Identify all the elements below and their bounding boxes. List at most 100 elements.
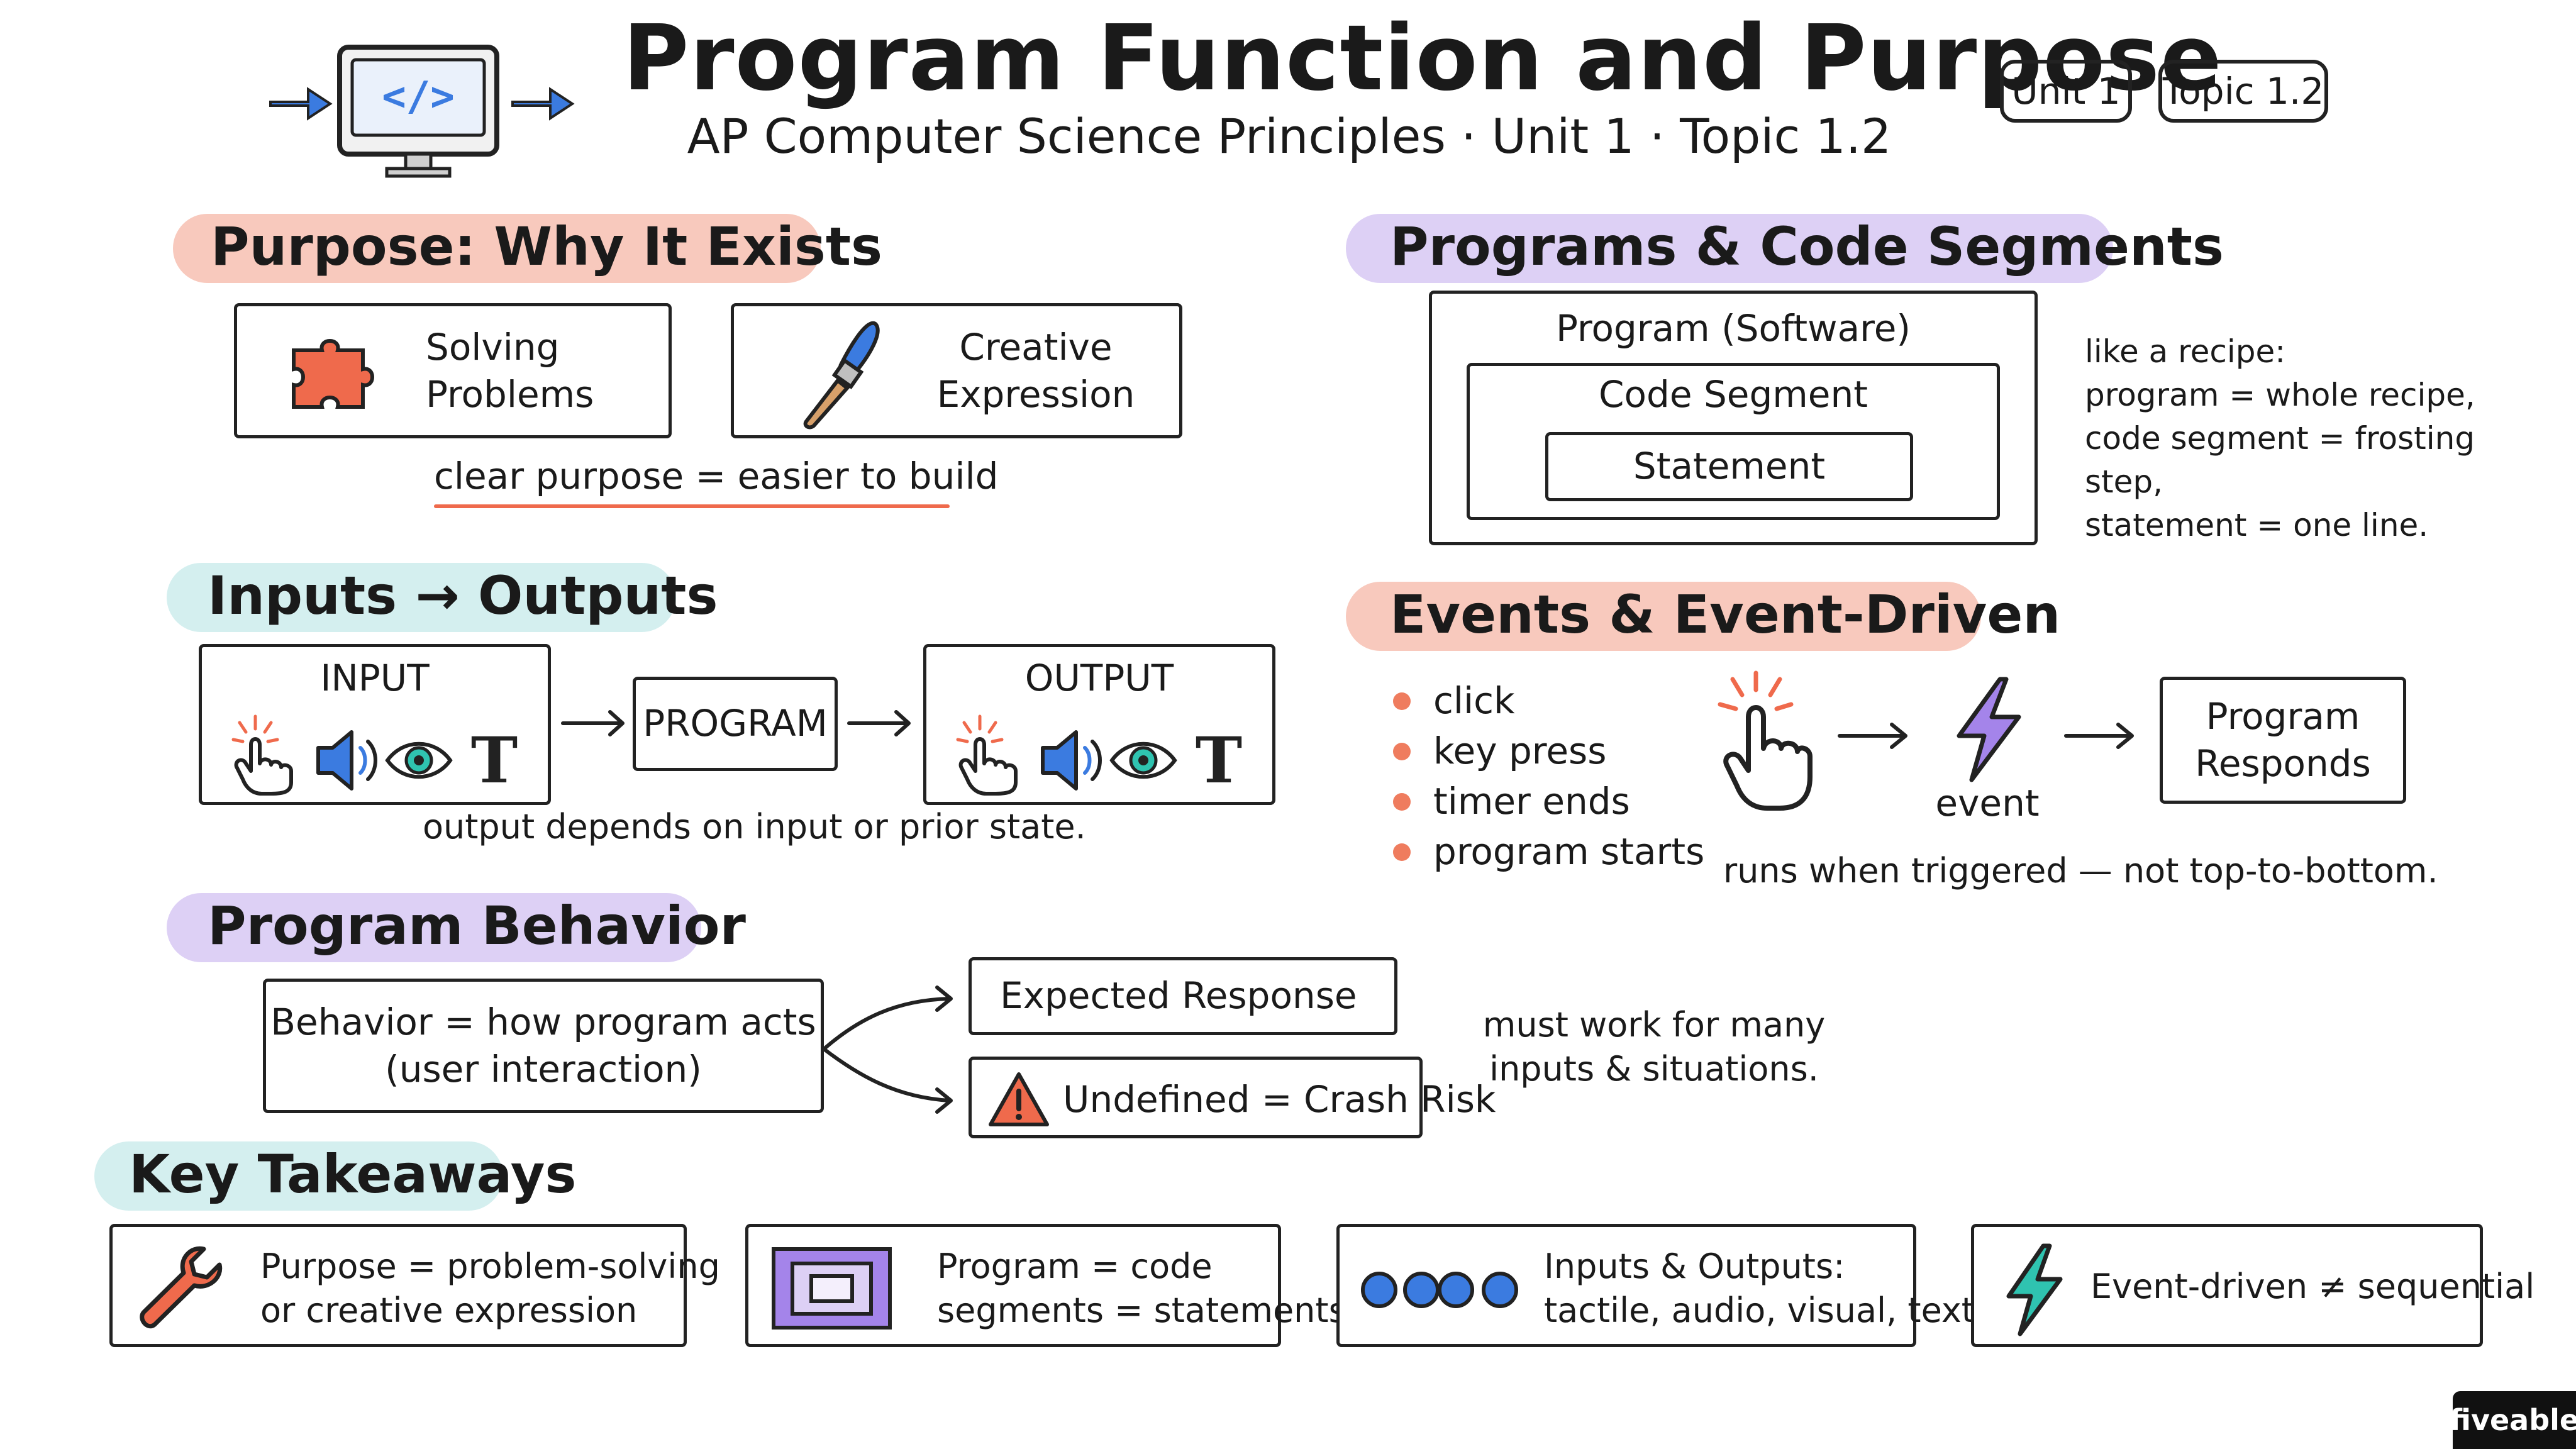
event-bullet-click: click (1433, 679, 1515, 723)
event-bullet-timer: timer ends (1433, 780, 1630, 823)
statement-box: Statement (1545, 432, 1913, 501)
io-heading: Inputs → Outputs (208, 565, 718, 626)
takeaway-purpose-text: Purpose = problem-solving or creative ex… (260, 1245, 720, 1333)
card-creative-expression-text: Creative Expression (910, 324, 1162, 419)
purpose-heading: Purpose: Why It Exists (211, 216, 883, 277)
svg-text:</>: </> (382, 74, 455, 120)
recipe-line4: statement = one line. (2085, 507, 2429, 543)
io-heading-highlight (167, 563, 676, 632)
event-bullet-item: timer ends (1393, 777, 1720, 827)
text-t-icon: T (471, 723, 518, 797)
wrench-icon (135, 1243, 229, 1337)
arrow-input-program (560, 704, 629, 742)
takeaways-heading: Key Takeaways (129, 1143, 577, 1205)
card1-line1: Solving (426, 326, 560, 369)
bullet-dot (1393, 843, 1411, 861)
response-line2: Responds (2195, 742, 2371, 785)
click-hand-icon (1711, 670, 1813, 814)
behavior-note-line2: inputs & situations. (1489, 1049, 1819, 1089)
event-bullet-item: key press (1393, 726, 1720, 777)
bullet-dot (1393, 743, 1411, 760)
behavior-line2: (user interaction) (385, 1048, 702, 1091)
t2-line2: segments = statements (937, 1291, 1346, 1331)
event-bullet-key-press: key press (1433, 730, 1607, 773)
io-note: output depends on input or prior state. (423, 807, 1086, 847)
eye-icon (1109, 741, 1177, 779)
takeaways-heading-highlight (94, 1141, 503, 1211)
program-software-box: Program (Software) Code Segment Statemen… (1429, 291, 2038, 545)
input-label: INPUT (320, 657, 430, 699)
takeaway-purpose: Purpose = problem-solving or creative ex… (109, 1224, 720, 1347)
recipe-line3: code segment = frosting step, (2085, 420, 2475, 500)
behavior-heading: Program Behavior (208, 895, 746, 957)
teal-lightning-icon (2002, 1243, 2065, 1337)
badge-unit: Unit 1 (2000, 60, 2132, 123)
event-bullet-item: click (1393, 676, 1720, 726)
purpose-heading-highlight (173, 214, 821, 283)
program-responds-box: Program Responds (2160, 677, 2406, 804)
behavior-line1: Behavior = how program acts (270, 1000, 816, 1043)
t1-line1: Purpose = problem-solving (260, 1246, 720, 1286)
response-line1: Program (2206, 694, 2360, 738)
program-software-label: Program (Software) (1555, 307, 1911, 350)
undefined-crash-box: Undefined = Crash Risk (969, 1057, 1496, 1138)
purpose-note-underline (434, 504, 950, 508)
warning-icon (987, 1071, 1050, 1128)
program-box: PROGRAM (633, 677, 838, 771)
page-title: Program Function and Purpose (623, 5, 2223, 111)
arrow-program-output (846, 704, 915, 742)
recipe-line2: program = whole recipe, (2085, 377, 2475, 413)
bullet-dot (1393, 793, 1411, 811)
takeaway-io-text: Inputs & Outputs: tactile, audio, visual… (1544, 1245, 1975, 1333)
event-bullet-program-starts: program starts (1433, 830, 1705, 874)
speaker-icon (316, 730, 377, 791)
takeaway-io: Inputs & Outputs: tactile, audio, visual… (1336, 1224, 1975, 1347)
event-bullet-item: program starts (1393, 827, 1720, 877)
dots-icon (1358, 1268, 1522, 1312)
arrow-event-response (2063, 717, 2138, 755)
fiveable-logo: fiveable (2450, 1391, 2576, 1449)
code-segment-box: Code Segment Statement (1467, 363, 2000, 520)
expected-response-box: Expected Response (969, 957, 1397, 1035)
t2-line1: Program = code (937, 1246, 1213, 1286)
card-solving-problems: Solving Problems (234, 303, 672, 438)
text-t-icon: T (1196, 723, 1242, 797)
t1-line2: or creative expression (260, 1291, 638, 1331)
undefined-crash-text: Undefined = Crash Risk (1063, 1078, 1496, 1121)
card2-line1: Creative (959, 326, 1113, 369)
purpose-note: clear purpose = easier to build (434, 455, 999, 497)
behavior-branch-arrows (821, 981, 959, 1119)
input-icons: T (227, 713, 529, 797)
behavior-note: must work for many inputs & situations. (1459, 1003, 1849, 1091)
input-box: INPUT T (199, 644, 551, 805)
takeaway-event-driven: Event-driven ≠ sequential (1971, 1224, 2534, 1347)
programs-heading-highlight (1346, 214, 2113, 283)
behavior-note-line1: must work for many (1482, 1005, 1826, 1045)
nested-boxes-icon (770, 1246, 896, 1331)
output-icons: T (952, 713, 1253, 797)
output-box: OUTPUT T (923, 644, 1275, 805)
recipe-analogy: like a recipe: program = whole recipe, c… (2085, 330, 2563, 547)
t3-line1: Inputs & Outputs: (1544, 1246, 1845, 1286)
eye-icon (385, 741, 453, 779)
code-segment-label: Code Segment (1599, 373, 1868, 416)
recipe-line1: like a recipe: (2085, 333, 2286, 370)
card-solving-problems-text: Solving Problems (426, 324, 665, 419)
arrow-click-event (1836, 717, 1912, 755)
card-creative-expression: Creative Expression (731, 303, 1182, 438)
behavior-box: Behavior = how program acts (user intera… (263, 979, 824, 1113)
badge-topic: Topic 1.2 (2158, 60, 2328, 123)
hand-tap-icon (956, 714, 1018, 796)
output-label: OUTPUT (1024, 657, 1174, 699)
t3-line2: tactile, audio, visual, text (1544, 1291, 1975, 1331)
events-note: runs when triggered — not top-to-bottom. (1723, 851, 2438, 891)
speaker-icon (1041, 730, 1102, 791)
hand-tap-icon (231, 714, 293, 796)
card2-line2: Expression (936, 373, 1135, 416)
event-bullet-list: click key press timer ends program start… (1393, 676, 1720, 890)
puzzle-icon (287, 331, 382, 413)
events-heading-highlight (1346, 582, 1981, 651)
event-label: event (1935, 782, 2040, 824)
page-subtitle: AP Computer Science Principles · Unit 1 … (687, 108, 1892, 164)
takeaway-event-driven-text: Event-driven ≠ sequential (2090, 1267, 2535, 1306)
